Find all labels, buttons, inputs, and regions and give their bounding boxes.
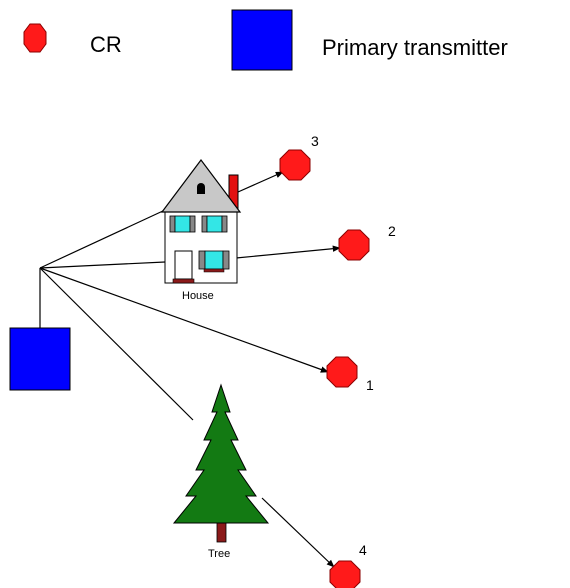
door — [174, 250, 193, 280]
cr-label-3: 3 — [311, 133, 319, 149]
tree-label: Tree — [208, 548, 230, 560]
attic-window — [197, 183, 205, 194]
path-to-house-wall — [39, 261, 166, 269]
legend-cr-label: CR — [90, 32, 122, 57]
house-label: House — [182, 290, 214, 302]
window-box — [203, 268, 225, 273]
path-to-tree — [39, 267, 194, 421]
propagation-paths — [39, 171, 341, 568]
shutter — [198, 250, 206, 270]
shutter — [201, 215, 208, 233]
window — [174, 215, 191, 233]
legend-cr-icon — [23, 23, 47, 53]
window — [206, 215, 223, 233]
shutter — [221, 215, 228, 233]
shutter — [189, 215, 196, 233]
window — [204, 250, 224, 270]
cr-label-2: 2 — [388, 223, 396, 239]
cr-octagon-icon — [329, 560, 361, 588]
cr-node-2: 2 — [338, 223, 396, 261]
primary-transmitter-icon — [9, 327, 71, 391]
path-to-house-roof — [39, 209, 166, 269]
diffracted-path-to-cr-4 — [261, 497, 335, 568]
cr-node-3: 3 — [279, 133, 319, 181]
legend-primary-label: Primary transmitter — [322, 35, 508, 60]
cr-label-1: 1 — [366, 377, 374, 393]
shutter — [169, 215, 176, 233]
cr-node-4: 4 — [329, 542, 367, 588]
cr-node-1: 1 — [326, 356, 374, 393]
shutter — [222, 250, 230, 270]
reflected-path-to-cr-3 — [237, 171, 284, 193]
tree-foliage — [172, 383, 270, 524]
cr-octagon-icon — [326, 356, 358, 388]
cr-label-4: 4 — [359, 542, 367, 558]
direct-path-to-cr-1 — [39, 267, 329, 373]
cr-octagon-icon — [279, 149, 311, 181]
legend: CR Primary transmitter — [23, 9, 508, 71]
house-icon — [160, 159, 242, 284]
legend-primary-icon — [231, 9, 293, 71]
primary-transmitter — [9, 268, 71, 391]
cr-octagon-icon — [338, 229, 370, 261]
pine-tree-icon — [172, 383, 270, 543]
through-path-to-cr-2 — [235, 245, 341, 259]
door-step — [172, 278, 195, 284]
